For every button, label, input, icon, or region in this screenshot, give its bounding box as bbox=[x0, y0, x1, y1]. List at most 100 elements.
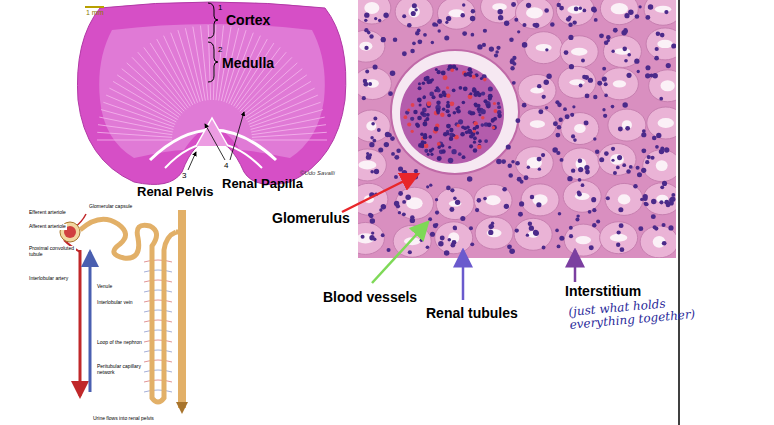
tubule-lumen bbox=[567, 6, 583, 14]
nucleus bbox=[462, 3, 465, 6]
nucleus bbox=[455, 200, 460, 205]
nucleus bbox=[469, 226, 473, 230]
glomerular-cell bbox=[466, 125, 470, 129]
nucleus bbox=[584, 121, 589, 126]
nucleus bbox=[446, 186, 451, 191]
nucleus bbox=[651, 199, 656, 204]
glomerular-cell bbox=[437, 142, 441, 146]
glomerular-cell bbox=[437, 70, 441, 74]
nucleus bbox=[497, 9, 503, 15]
nucleus bbox=[402, 170, 407, 175]
glomerular-cell bbox=[477, 107, 481, 111]
nucleus bbox=[550, 22, 555, 27]
leader-arrow bbox=[462, 250, 465, 300]
nucleus bbox=[591, 197, 596, 202]
glomerular-cell bbox=[442, 91, 446, 95]
medulla-streak bbox=[185, 28, 202, 101]
tubule bbox=[358, 0, 391, 24]
glomerular-cell bbox=[475, 125, 479, 129]
nucleus bbox=[660, 33, 665, 38]
region-label: Renal Pelvis bbox=[136, 185, 215, 199]
nucleus bbox=[542, 246, 546, 250]
capillary bbox=[144, 280, 172, 282]
nucleus bbox=[488, 224, 493, 229]
glomerular-cell bbox=[457, 124, 460, 127]
glomerular-cell bbox=[473, 92, 478, 97]
nephron-illustration bbox=[60, 210, 182, 412]
glomerular-cell bbox=[460, 132, 465, 137]
tubule bbox=[562, 148, 600, 180]
nucleus bbox=[450, 243, 455, 248]
glomerular-cell bbox=[462, 101, 466, 105]
glomerular-cell bbox=[436, 108, 441, 113]
nucleus bbox=[407, 23, 412, 28]
tubule bbox=[600, 68, 638, 100]
glomerular-cell bbox=[474, 104, 478, 108]
kidney-section bbox=[77, 2, 345, 184]
capillary bbox=[144, 370, 172, 372]
nucleus bbox=[662, 223, 666, 227]
nucleus bbox=[655, 145, 659, 149]
nucleus bbox=[581, 183, 585, 187]
nucleus bbox=[435, 223, 438, 226]
nucleus bbox=[448, 238, 452, 242]
nucleus bbox=[597, 81, 602, 86]
nucleus bbox=[629, 165, 633, 169]
capillary bbox=[144, 390, 172, 392]
glomerular-cell bbox=[448, 146, 451, 149]
nucleus bbox=[460, 216, 465, 221]
nucleus bbox=[604, 94, 608, 98]
nucleus bbox=[470, 16, 475, 21]
nucleus bbox=[537, 84, 541, 88]
nucleus bbox=[558, 118, 562, 122]
nucleus bbox=[616, 243, 620, 247]
nucleus bbox=[585, 94, 590, 99]
nucleus bbox=[370, 218, 375, 223]
nucleus bbox=[555, 133, 560, 138]
medulla-streak bbox=[245, 75, 307, 117]
medulla-streak bbox=[178, 30, 200, 102]
leader-arrow bbox=[342, 174, 418, 212]
nucleus bbox=[557, 103, 562, 108]
glomerular-cell bbox=[417, 116, 422, 121]
nucleus bbox=[471, 33, 475, 37]
nucleus bbox=[571, 168, 575, 172]
nucleus bbox=[509, 173, 513, 177]
part-label: Interlobular artery bbox=[28, 276, 69, 282]
tubule bbox=[564, 224, 602, 256]
nucleus bbox=[381, 37, 386, 42]
glomerular-cell bbox=[423, 95, 426, 98]
glomerular-cell bbox=[476, 131, 480, 135]
tubule-lumen bbox=[660, 80, 674, 91]
nucleus bbox=[437, 29, 440, 32]
tubule-lumen bbox=[364, 2, 379, 14]
nucleus bbox=[510, 66, 514, 70]
nucleus bbox=[647, 155, 651, 159]
tubule bbox=[556, 0, 594, 26]
glomerular-cell bbox=[443, 75, 448, 80]
nucleus bbox=[363, 82, 368, 87]
nucleus bbox=[553, 121, 558, 126]
nucleus bbox=[515, 228, 519, 232]
nucleus bbox=[417, 39, 422, 44]
medulla-streak bbox=[150, 43, 190, 106]
nucleus bbox=[497, 105, 501, 109]
nucleus bbox=[444, 36, 449, 41]
glomerular-cell bbox=[418, 86, 422, 90]
nucleus bbox=[619, 223, 624, 228]
nucleus bbox=[518, 212, 523, 217]
nucleus bbox=[654, 226, 658, 230]
tubule bbox=[561, 113, 599, 145]
nucleus bbox=[593, 137, 596, 140]
glomerular-cell bbox=[476, 125, 479, 128]
nucleus bbox=[412, 42, 416, 46]
nucleus bbox=[488, 87, 493, 92]
glomerular-cell bbox=[442, 107, 446, 111]
tubule bbox=[437, 0, 475, 29]
nucleus bbox=[579, 84, 583, 88]
glomerular-cell bbox=[455, 107, 459, 111]
glomerular-cell bbox=[463, 86, 468, 91]
nucleus bbox=[387, 248, 391, 252]
nucleus bbox=[365, 69, 369, 73]
glomerular-cell bbox=[422, 96, 425, 99]
